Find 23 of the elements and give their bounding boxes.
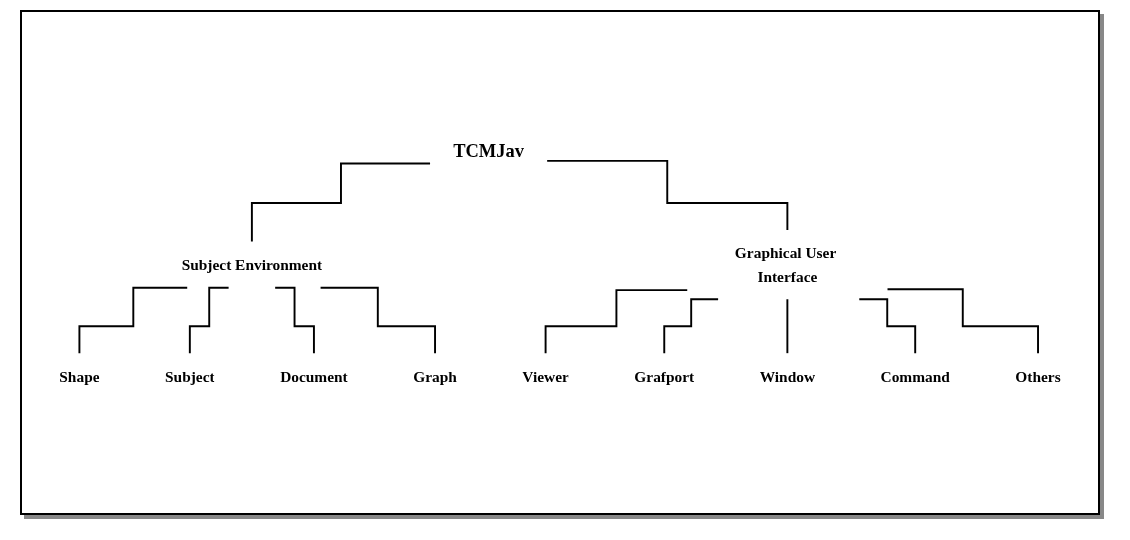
node-text: Viewer bbox=[522, 368, 569, 385]
connector bbox=[786, 298, 789, 355]
connector bbox=[858, 298, 917, 355]
node-text: Subject Environment bbox=[181, 256, 323, 274]
connector bbox=[663, 298, 720, 355]
node-text: TCMJav bbox=[453, 140, 525, 161]
node-text: Graph bbox=[413, 368, 457, 385]
node-text: Command bbox=[880, 368, 950, 385]
connector bbox=[546, 160, 789, 232]
connector bbox=[78, 286, 189, 355]
connector bbox=[274, 286, 315, 355]
connector bbox=[250, 162, 432, 243]
connector bbox=[188, 286, 230, 355]
node-text: Others bbox=[1015, 368, 1061, 385]
node-text: Document bbox=[280, 368, 348, 385]
connector bbox=[544, 289, 689, 355]
node-text: Shape bbox=[59, 368, 100, 385]
node-text: Subject bbox=[165, 368, 215, 385]
node-text: Window bbox=[759, 368, 816, 385]
node-text: Graphical User Interface bbox=[734, 244, 837, 285]
connector bbox=[319, 286, 436, 355]
node-text: Grafport bbox=[634, 368, 695, 385]
connector bbox=[886, 288, 1039, 355]
